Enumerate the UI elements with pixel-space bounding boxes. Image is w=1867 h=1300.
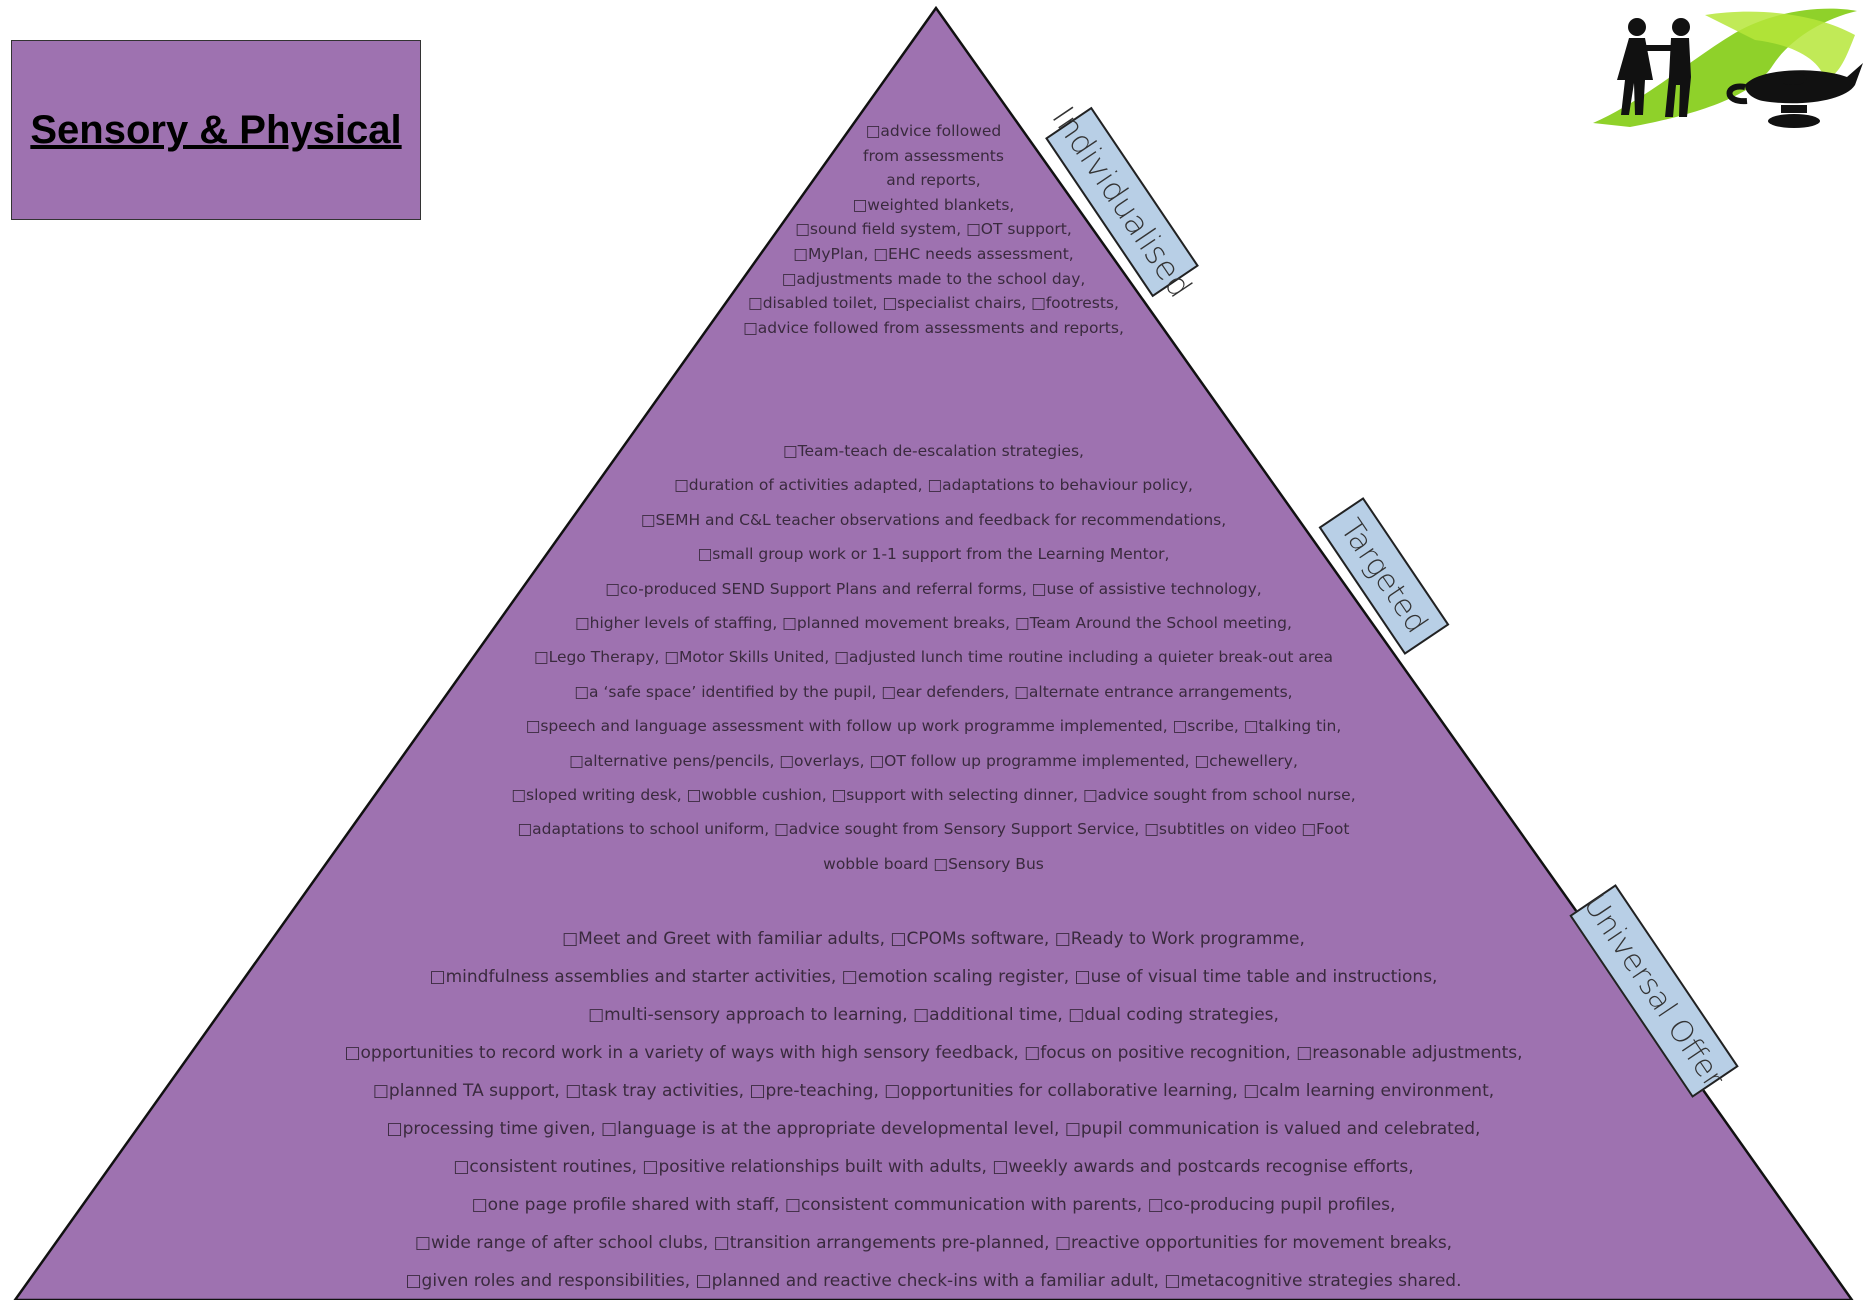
title-box: Sensory & Physical (11, 40, 421, 220)
tier-universal-line: □multi-sensory approach to learning, □ad… (588, 1005, 1279, 1025)
tier-targeted-line: □speech and language assessment with fol… (525, 717, 1342, 736)
tier-individualised-text: □advice followed from assessments and repo… (0, 119, 1867, 340)
tier-universal-line: □planned TA support, □task tray activiti… (372, 1081, 1495, 1101)
tier-individualised-line: □weighted blankets, (852, 195, 1015, 214)
tier-individualised-line: and reports, (886, 171, 981, 190)
tier-universal-line: □processing time given, □language is at … (386, 1119, 1481, 1139)
tier-universal-line: □wide range of after school clubs, □tran… (414, 1233, 1453, 1253)
tier-universal-line: □mindfulness assemblies and starter acti… (429, 967, 1438, 987)
tier-individualised-line: □disabled toilet, □specialist chairs, □f… (748, 294, 1119, 313)
tier-universal-text: □Meet and Greet with familiar adults, □C… (0, 920, 1867, 1300)
logo-green-ribbon (1705, 11, 1855, 81)
tier-targeted-line: □duration of activities adapted, □adapta… (674, 476, 1193, 495)
pyramid-triangle (13, 5, 1854, 1300)
tier-individualised-line: from assessments (863, 146, 1004, 165)
tier-targeted-line: wobble board □Sensory Bus (823, 854, 1044, 873)
tier-targeted-line: □a ‘safe space’ identified by the pupil,… (574, 682, 1293, 701)
logo-children (1617, 18, 1691, 117)
tier-individualised-line: □sound field system, □OT support, (795, 220, 1072, 239)
tier-individualised-line: □advice followed (865, 122, 1002, 140)
school-children-lamp-logo-icon (1593, 8, 1863, 128)
tier-targeted-text: □Team-teach de-escalation strategies, □du… (0, 434, 1867, 881)
tier-targeted-line: □co-produced SEND Support Plans and refe… (605, 579, 1262, 598)
tier-universal-line: □one page profile shared with staff, □co… (471, 1195, 1396, 1215)
tier-individualised-line: □MyPlan, □EHC needs assessment, (793, 244, 1074, 263)
tier-universal-line: □consistent routines, □positive relation… (453, 1157, 1414, 1177)
tier-targeted-line: □SEMH and C&L teacher observations and f… (640, 510, 1227, 529)
tier-individualised-line: □advice followed from assessments and re… (743, 318, 1124, 337)
tier-universal-line: □given roles and responsibilities, □plan… (405, 1271, 1462, 1291)
tier-targeted-line: □sloped writing desk, □wobble cushion, □… (511, 786, 1356, 805)
tier-universal-line: □Meet and Greet with familiar adults, □C… (562, 929, 1305, 949)
tier-targeted-line: □Lego Therapy, □Motor Skills United, □ad… (534, 648, 1333, 667)
tier-targeted-line: □small group work or 1-1 support from th… (697, 545, 1170, 564)
tier-targeted-line: □adaptations to school uniform, □advice … (517, 820, 1350, 839)
page-title: Sensory & Physical (30, 107, 402, 152)
tier-individualised-line: □adjustments made to the school day, (781, 269, 1086, 288)
tier-targeted-line: □alternative pens/pencils, □overlays, □O… (569, 751, 1298, 770)
logo-lamp (1726, 63, 1863, 128)
tier-universal-line: □opportunities to record work in a varie… (344, 1043, 1523, 1063)
tier-targeted-line: □Team-teach de-escalation strategies, (783, 442, 1084, 460)
tier-targeted-line: □higher levels of staffing, □planned mov… (575, 614, 1292, 633)
